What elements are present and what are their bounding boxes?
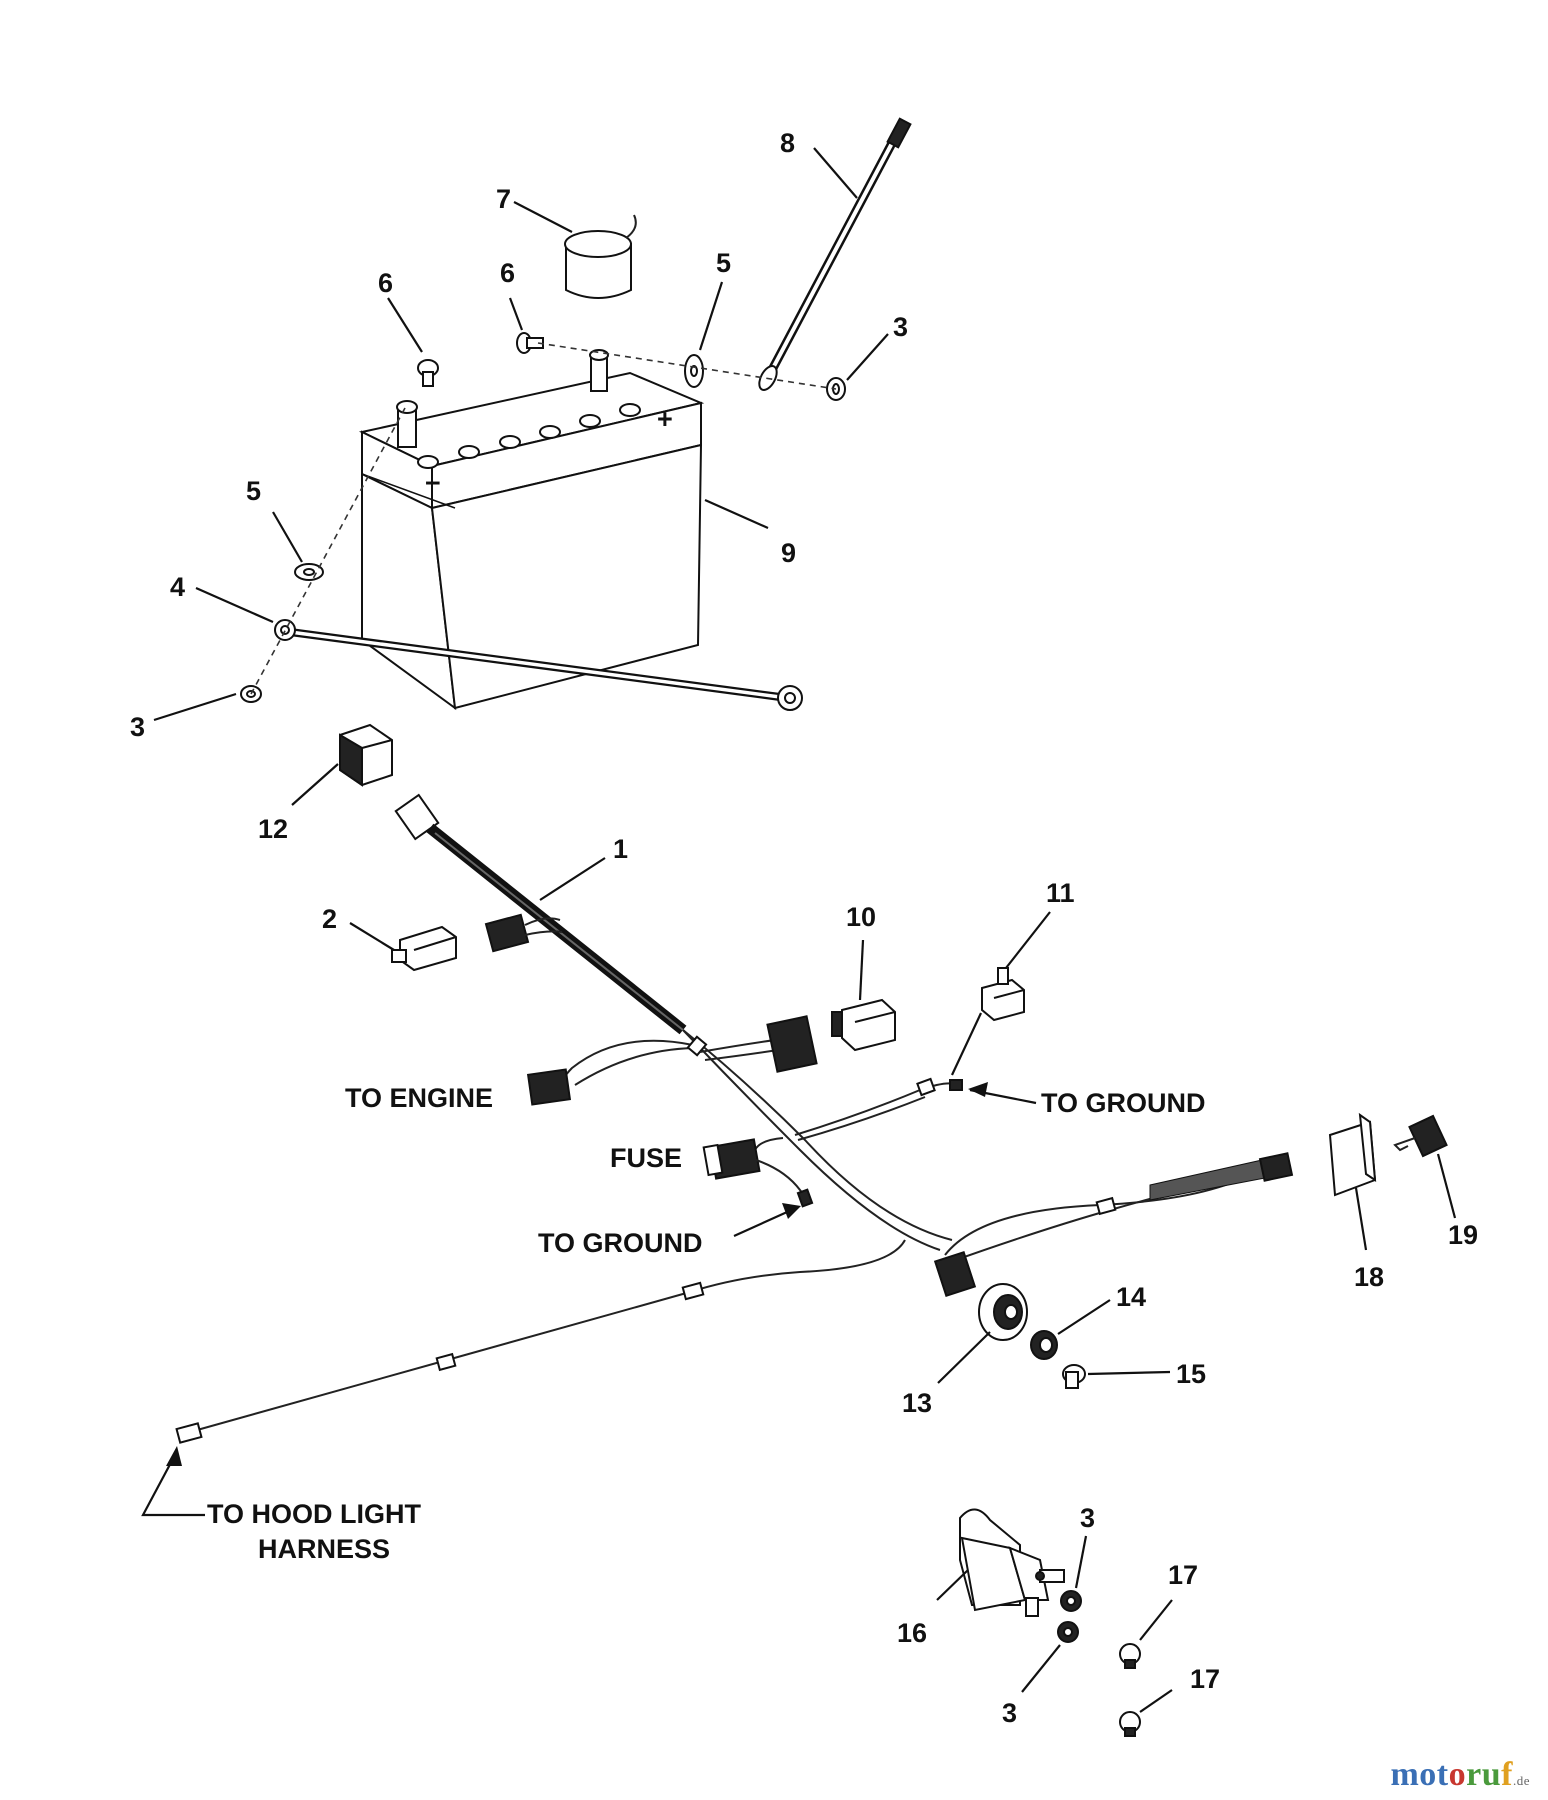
label-3-top: 3 bbox=[893, 312, 908, 342]
label-11: 11 bbox=[1046, 878, 1075, 908]
screw-upper bbox=[1119, 1643, 1141, 1669]
label-9: 9 bbox=[781, 538, 796, 568]
screw-lower bbox=[1119, 1711, 1141, 1737]
label-19: 19 bbox=[1448, 1220, 1478, 1250]
seat-switch bbox=[391, 925, 457, 972]
label-18: 18 bbox=[1354, 1262, 1384, 1292]
svg-text:−: − bbox=[425, 468, 441, 498]
engine-branch bbox=[526, 1035, 708, 1106]
label-17-upper: 17 bbox=[1168, 1560, 1198, 1590]
harness-connector-upper bbox=[484, 913, 563, 953]
negative-cable bbox=[274, 619, 803, 711]
label-1: 1 bbox=[613, 834, 628, 864]
battery: + − bbox=[358, 349, 705, 711]
watermark-part3: ru bbox=[1466, 1756, 1502, 1793]
label-17-lower: 17 bbox=[1190, 1664, 1220, 1694]
watermark-part2: o bbox=[1448, 1756, 1467, 1793]
label-5-left: 5 bbox=[246, 476, 261, 506]
harness-connector-lower bbox=[933, 1250, 977, 1298]
spare-key bbox=[1393, 1114, 1448, 1158]
solenoid-nut-lower bbox=[1057, 1621, 1079, 1643]
switch-11 bbox=[981, 967, 1025, 1022]
ignition-switch bbox=[978, 1283, 1028, 1341]
washer-top bbox=[684, 354, 704, 388]
callout-harness: HARNESS bbox=[258, 1534, 390, 1564]
label-12: 12 bbox=[258, 814, 288, 844]
washer-left bbox=[294, 563, 324, 581]
label-10: 10 bbox=[846, 902, 876, 932]
key bbox=[1062, 1364, 1086, 1389]
svg-text:+: + bbox=[657, 404, 673, 434]
harness-branch-right bbox=[944, 1152, 1294, 1263]
harness-connector-mid bbox=[699, 1015, 818, 1073]
ground-branch-right bbox=[794, 1077, 963, 1141]
battery-cell-caps bbox=[417, 403, 641, 469]
bolt-left bbox=[417, 359, 439, 387]
label-3-solenoid-lower: 3 bbox=[1002, 1698, 1017, 1728]
leader-lines bbox=[141, 147, 1457, 1713]
label-15: 15 bbox=[1176, 1359, 1206, 1389]
terminal-cover bbox=[564, 214, 637, 299]
relay bbox=[339, 723, 393, 787]
solenoid-nut-upper bbox=[1060, 1590, 1082, 1612]
starter-solenoid bbox=[959, 1508, 1065, 1617]
callout-labels: TO ENGINE TO GROUND FUSE TO GROUND TO HO… bbox=[207, 1083, 1206, 1564]
harness-branch-hood-light bbox=[175, 1239, 906, 1444]
label-3-solenoid-upper: 3 bbox=[1080, 1503, 1095, 1533]
label-6-left: 6 bbox=[378, 268, 393, 298]
label-5-top: 5 bbox=[716, 248, 731, 278]
callout-to-engine: TO ENGINE bbox=[345, 1083, 493, 1113]
label-16: 16 bbox=[897, 1618, 927, 1648]
battery-terminal-positive bbox=[589, 349, 609, 392]
module-10 bbox=[831, 998, 896, 1052]
light-switch bbox=[1328, 1112, 1377, 1197]
label-3-left: 3 bbox=[130, 712, 145, 742]
label-14: 14 bbox=[1116, 1282, 1146, 1312]
label-2: 2 bbox=[322, 904, 337, 934]
battery-terminal-negative bbox=[396, 400, 418, 448]
part-number-labels: 7 8 6 6 5 3 5 9 4 3 12 1 2 10 11 13 14 1… bbox=[130, 128, 1478, 1728]
callout-to-ground-left: TO GROUND bbox=[538, 1228, 703, 1258]
positive-cable bbox=[758, 117, 912, 391]
callout-to-hood-light: TO HOOD LIGHT bbox=[207, 1499, 422, 1529]
label-4: 4 bbox=[170, 572, 185, 602]
switch-nut bbox=[1030, 1330, 1058, 1360]
watermark: motoruf.de bbox=[1390, 1756, 1530, 1794]
label-8: 8 bbox=[780, 128, 795, 158]
watermark-suffix: .de bbox=[1512, 1773, 1530, 1788]
callout-fuse: FUSE bbox=[610, 1143, 682, 1173]
watermark-part4: f bbox=[1501, 1756, 1513, 1793]
label-7: 7 bbox=[496, 184, 511, 214]
watermark-part1: mot bbox=[1390, 1756, 1449, 1793]
fuse-holder bbox=[702, 1137, 814, 1208]
label-13: 13 bbox=[902, 1388, 932, 1418]
callout-to-ground-right: TO GROUND bbox=[1041, 1088, 1206, 1118]
label-6-right: 6 bbox=[500, 258, 515, 288]
